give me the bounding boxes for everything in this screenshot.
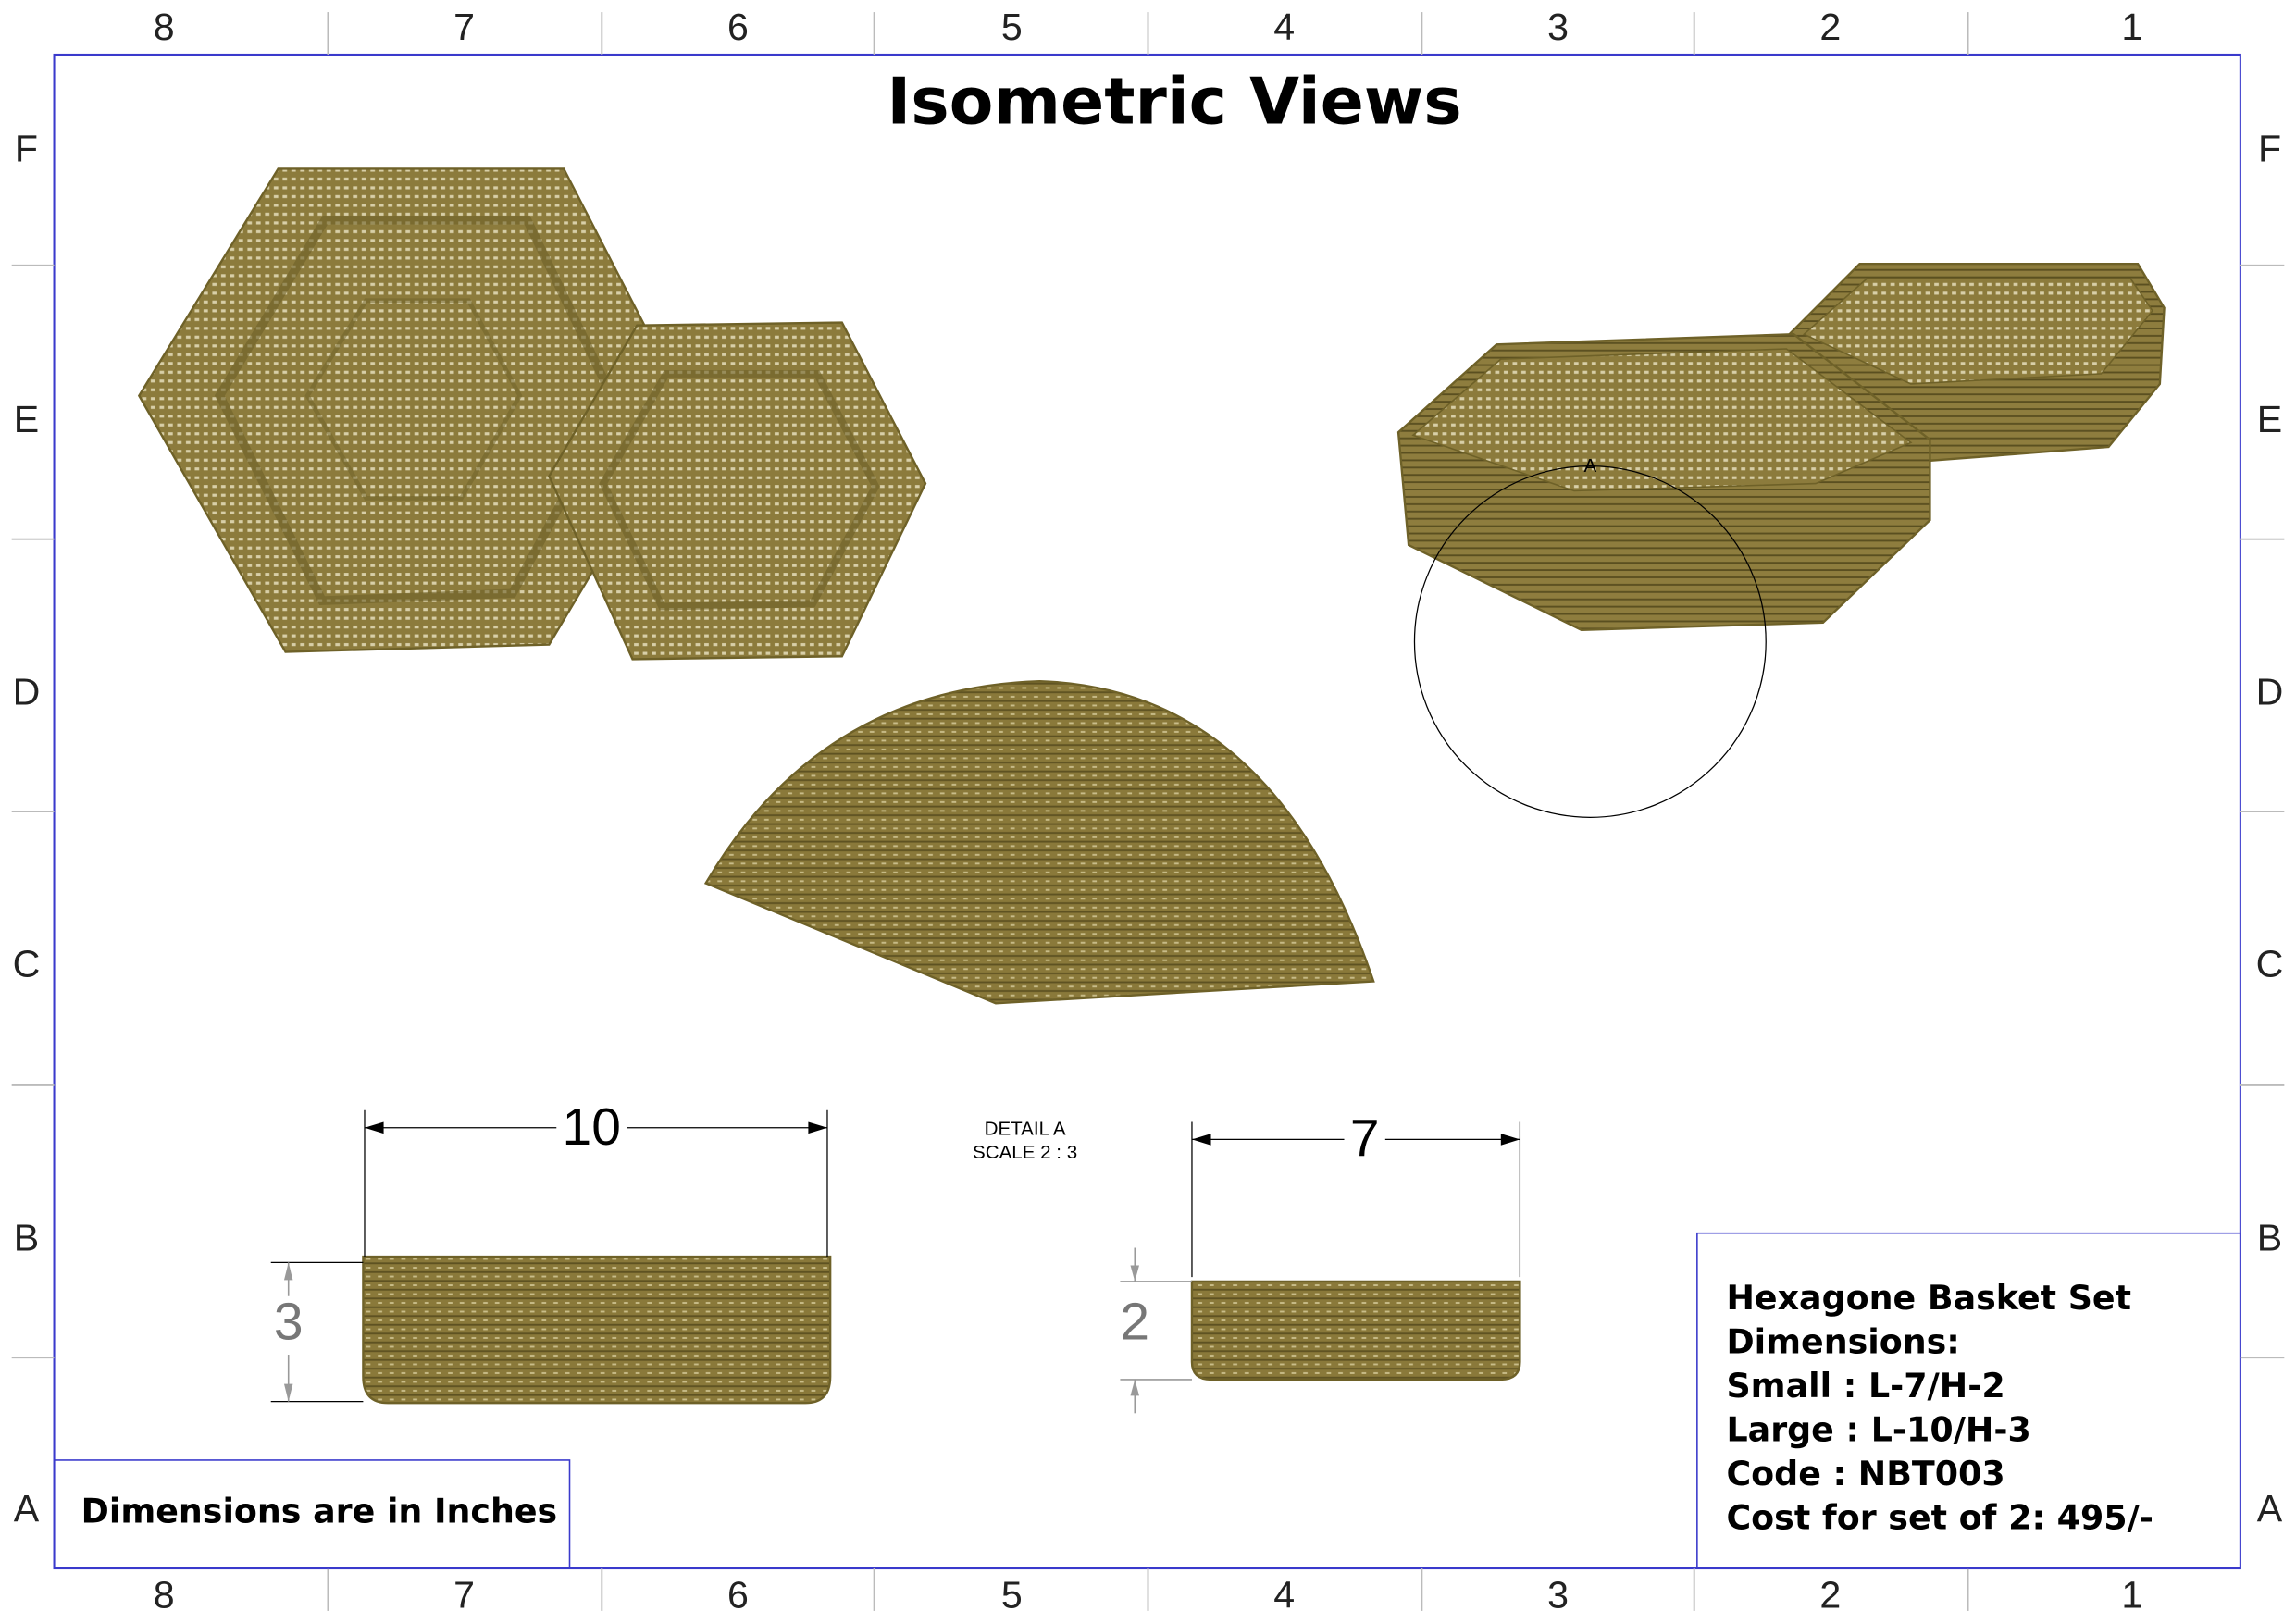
- svg-text:F: F: [15, 127, 38, 169]
- zone-row-labels-left: F E D C B A: [13, 127, 41, 1530]
- svg-text:7: 7: [453, 6, 475, 48]
- dimension-small-length: 7: [1191, 1109, 1521, 1278]
- large-basket-top-view: [137, 167, 690, 653]
- small-basket-top-view: [548, 321, 927, 661]
- info-dimensions-heading: Dimensions:: [1726, 1321, 1959, 1361]
- svg-text:D: D: [2256, 670, 2284, 712]
- dimension-large-length: 10: [364, 1097, 828, 1258]
- dimension-small-height: 2: [1120, 1247, 1192, 1414]
- detail-scale: SCALE 2 : 3: [973, 1142, 1077, 1163]
- svg-text:3: 3: [1547, 1574, 1569, 1617]
- zone-row-labels-right: F E D C B A: [2256, 127, 2284, 1530]
- svg-text:5: 5: [1001, 1574, 1023, 1617]
- large-basket-isometric: [1396, 332, 1931, 631]
- info-product-name: Hexagone Basket Set: [1726, 1278, 2131, 1318]
- svg-text:E: E: [14, 398, 39, 440]
- svg-text:3: 3: [1547, 6, 1569, 48]
- svg-text:8: 8: [154, 6, 175, 48]
- svg-text:D: D: [13, 670, 41, 712]
- detail-a-circle: [1413, 465, 1767, 818]
- info-large-size: Large : L-10/H-3: [1726, 1409, 2030, 1449]
- svg-text:6: 6: [727, 6, 749, 48]
- svg-text:1: 1: [2121, 1574, 2142, 1617]
- info-box: [1696, 1232, 2241, 1569]
- units-note: Dimensions are in Inches: [81, 1491, 558, 1530]
- svg-text:C: C: [2256, 943, 2284, 985]
- svg-text:B: B: [2257, 1216, 2282, 1258]
- svg-text:3: 3: [274, 1292, 304, 1351]
- svg-text:B: B: [14, 1216, 39, 1258]
- detail-a-view: [703, 679, 1375, 1005]
- dimension-large-height: 3: [270, 1261, 364, 1403]
- svg-text:1: 1: [2121, 6, 2142, 48]
- svg-text:2: 2: [1819, 6, 1841, 48]
- svg-text:5: 5: [1001, 6, 1023, 48]
- svg-text:E: E: [2257, 398, 2282, 440]
- svg-text:10: 10: [563, 1097, 621, 1157]
- svg-text:8: 8: [154, 1574, 175, 1617]
- svg-text:6: 6: [727, 1574, 749, 1617]
- svg-text:F: F: [2258, 127, 2281, 169]
- svg-text:7: 7: [453, 1574, 475, 1617]
- info-small-size: Small : L-7/H-2: [1726, 1366, 2004, 1406]
- svg-text:A: A: [2257, 1487, 2283, 1530]
- svg-text:7: 7: [1350, 1109, 1380, 1169]
- small-basket-front-view: [1190, 1280, 1521, 1381]
- svg-text:2: 2: [1819, 1574, 1841, 1617]
- detail-label: DETAIL A: [985, 1119, 1066, 1140]
- zone-ticks: [11, 12, 2285, 1611]
- detail-callout-label: A: [1583, 455, 1596, 477]
- svg-text:4: 4: [1273, 1574, 1295, 1617]
- svg-text:2: 2: [1120, 1292, 1149, 1351]
- info-cost: Cost for set of 2: 495/-: [1726, 1497, 2153, 1537]
- svg-text:C: C: [13, 943, 41, 985]
- units-note-box: [53, 1459, 571, 1569]
- info-box-lines: Hexagone Basket Set Dimensions: Small : …: [1726, 1278, 2153, 1537]
- zone-column-labels-bottom: 8 7 6 5 4 3 2 1: [154, 1574, 2142, 1617]
- svg-text:A: A: [14, 1487, 40, 1530]
- drawing-title: Isometric Views: [887, 64, 1461, 139]
- zone-column-labels-top: 8 7 6 5 4 3 2 1: [154, 6, 2142, 48]
- large-basket-front-view: [362, 1255, 832, 1405]
- info-code: Code : NBT003: [1726, 1454, 2004, 1493]
- svg-text:4: 4: [1273, 6, 1295, 48]
